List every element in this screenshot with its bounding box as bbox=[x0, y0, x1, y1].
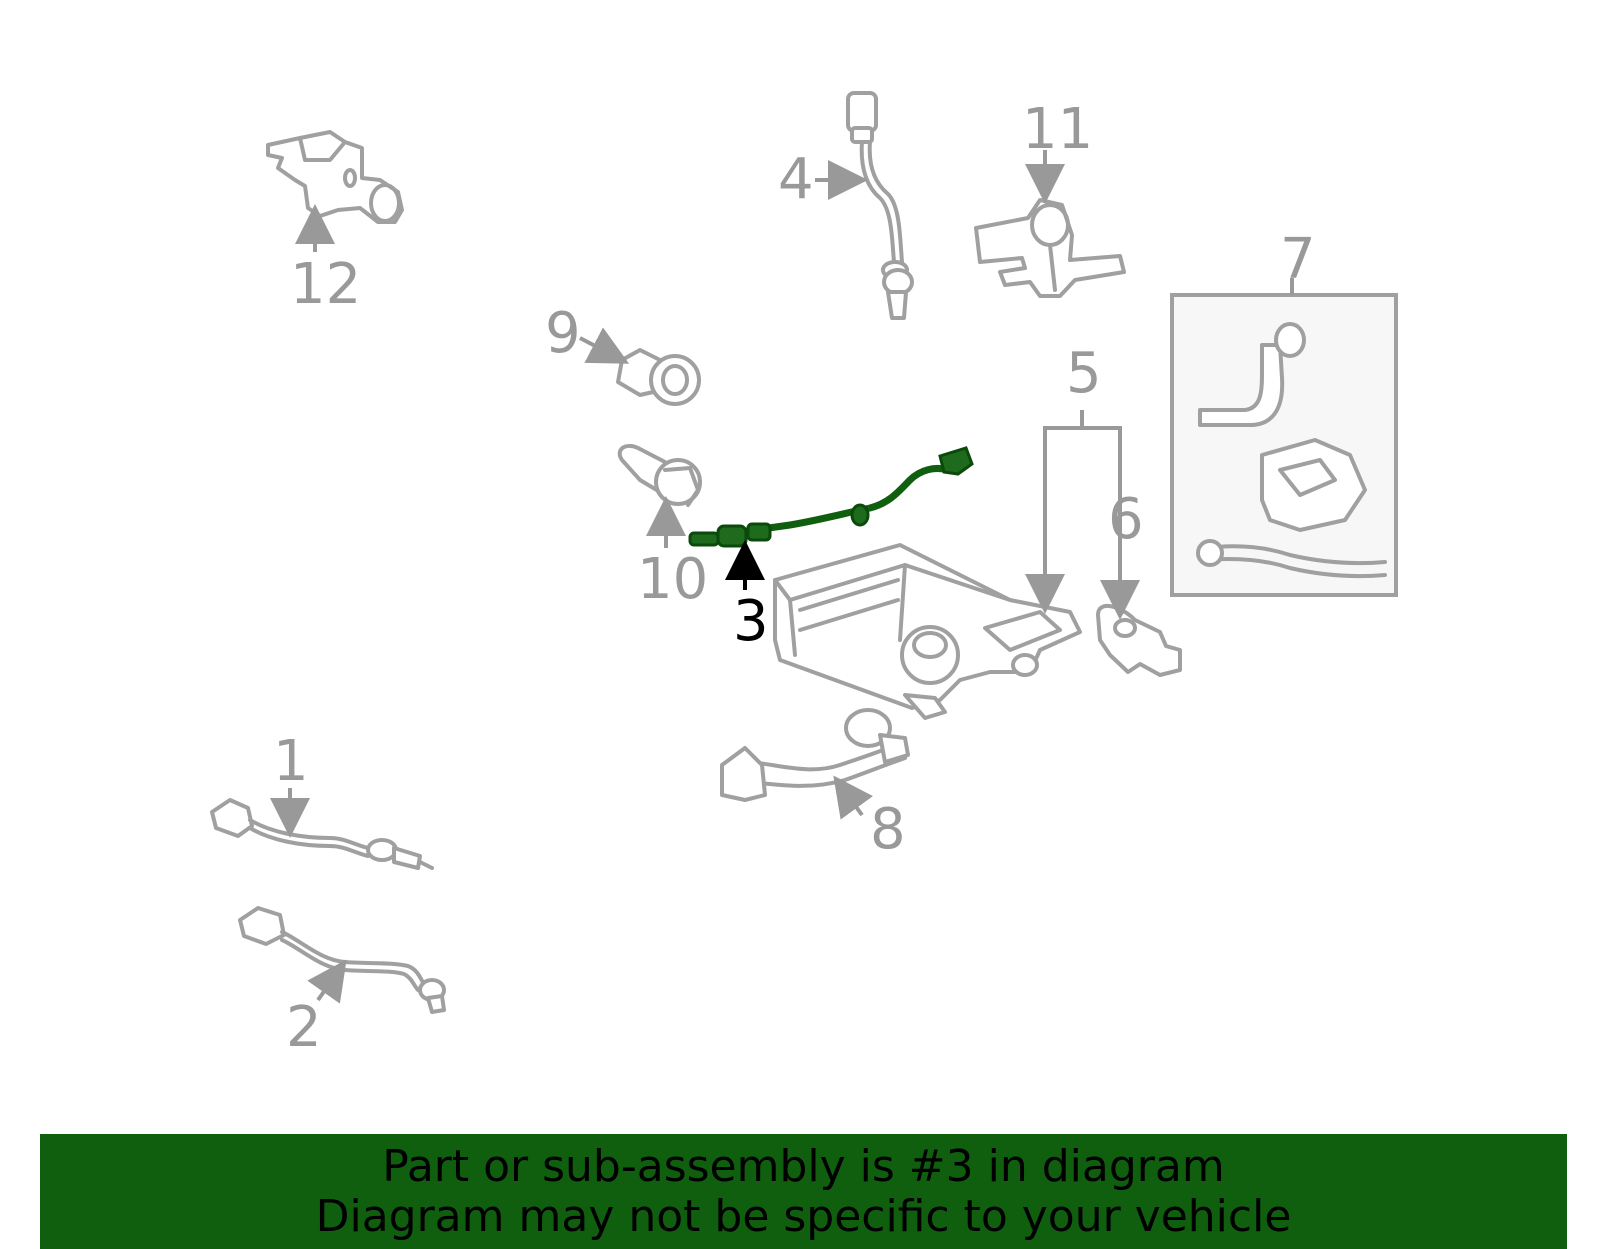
callout-3: 3 bbox=[733, 589, 769, 654]
info-banner: Part or sub-assembly is #3 in diagram Di… bbox=[40, 1134, 1567, 1249]
callout-5: 5 bbox=[1066, 341, 1102, 406]
callout-4: 4 bbox=[778, 147, 814, 212]
callout-10: 10 bbox=[637, 547, 708, 612]
part-11-valve[interactable] bbox=[974, 198, 1126, 298]
callout-2: 2 bbox=[286, 995, 322, 1060]
callout-12: 12 bbox=[290, 252, 361, 317]
callout-6: 6 bbox=[1108, 487, 1144, 552]
part-9-switch[interactable] bbox=[616, 348, 701, 406]
callout-1: 1 bbox=[273, 729, 309, 794]
part-8-hose[interactable] bbox=[720, 708, 910, 802]
banner-line-2: Diagram may not be specific to your vehi… bbox=[315, 1191, 1292, 1242]
part-7-kit-box[interactable] bbox=[1170, 293, 1398, 597]
part-10-sensor[interactable] bbox=[617, 443, 702, 507]
part-3-oxygen-sensor-highlighted[interactable] bbox=[688, 446, 974, 548]
part-4-oxygen-sensor[interactable] bbox=[846, 91, 914, 320]
callout-9: 9 bbox=[545, 301, 581, 366]
leader-2 bbox=[307, 959, 347, 1004]
part-1-oxygen-sensor[interactable] bbox=[210, 798, 434, 870]
banner-line-1: Part or sub-assembly is #3 in diagram bbox=[382, 1141, 1225, 1192]
callout-8: 8 bbox=[870, 797, 906, 862]
leader-9 bbox=[579, 327, 630, 364]
callout-11: 11 bbox=[1022, 97, 1093, 162]
callout-7: 7 bbox=[1280, 227, 1316, 292]
leader-8 bbox=[833, 775, 873, 820]
part-6-valve[interactable] bbox=[1096, 604, 1182, 677]
part-5-canister[interactable] bbox=[773, 543, 1082, 720]
part-12-sensor[interactable] bbox=[266, 130, 404, 224]
part-2-oxygen-sensor[interactable] bbox=[238, 906, 446, 1014]
